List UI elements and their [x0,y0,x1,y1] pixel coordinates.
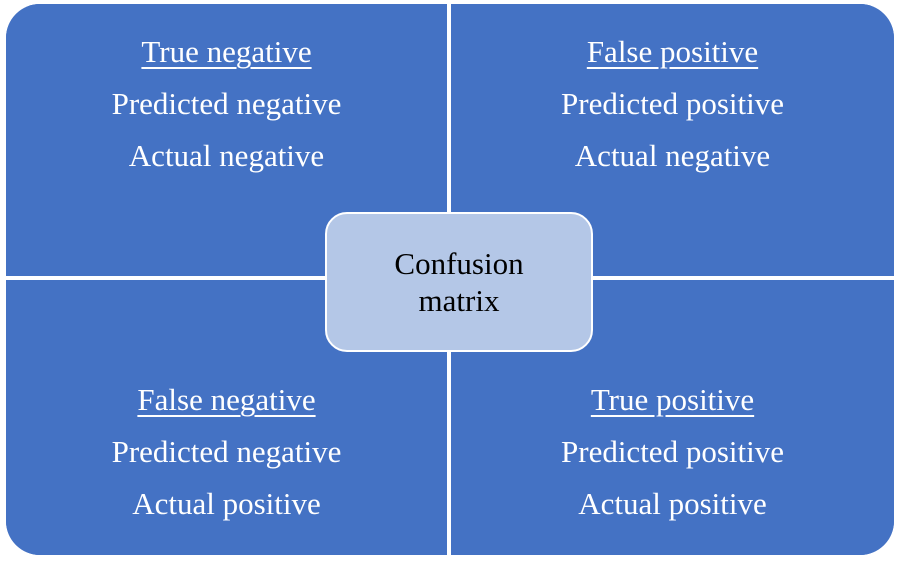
quadrant-predicted-label: Predicted positive [561,86,784,121]
confusion-matrix-diagram: True negative Predicted negative Actual … [6,4,894,555]
center-label-line1: Confusion [394,246,524,281]
quadrant-predicted-label: Predicted negative [111,86,342,121]
quadrant-actual-label: Actual negative [128,138,325,173]
quadrant-title: False positive [586,34,759,69]
quadrant-content: True negative Predicted negative Actual … [6,26,447,182]
quadrant-actual-label: Actual negative [574,138,771,173]
quadrant-content: False positive Predicted positive Actual… [451,26,894,182]
quadrant-title: True positive [590,382,755,417]
quadrant-actual-label: Actual positive [132,486,321,521]
quadrant-predicted-label: Predicted negative [111,434,342,469]
quadrant-title: False negative [137,382,316,417]
quadrant-predicted-label: Predicted positive [561,434,784,469]
quadrant-content: True positive Predicted positive Actual … [451,374,894,530]
center-label-line2: matrix [418,283,500,318]
center-label-box: Confusion matrix [325,212,593,352]
quadrant-content: False negative Predicted negative Actual… [6,374,447,530]
quadrant-actual-label: Actual positive [578,486,767,521]
quadrant-true-positive: True positive Predicted positive Actual … [451,280,894,555]
quadrant-title: True negative [141,34,312,69]
quadrant-true-negative: True negative Predicted negative Actual … [6,4,447,276]
